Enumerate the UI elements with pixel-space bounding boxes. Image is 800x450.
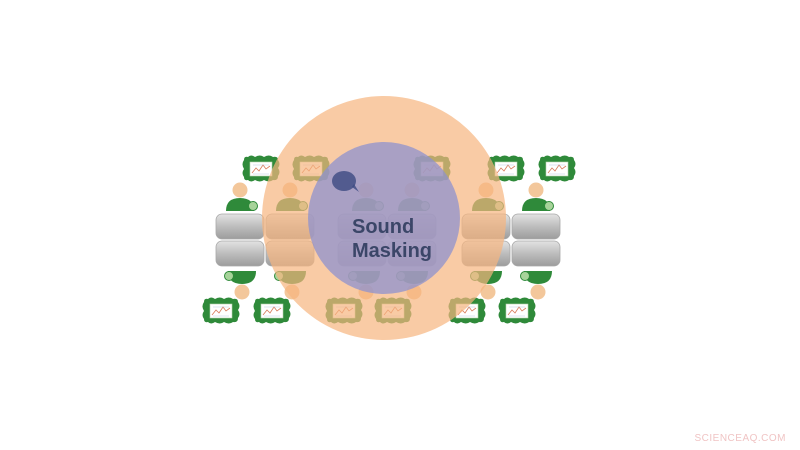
person-icon: [224, 270, 257, 300]
person-icon: [521, 182, 554, 212]
desk-icon: [215, 213, 265, 267]
label-masking: Masking: [352, 240, 432, 262]
speech-bubble-icon: [202, 297, 240, 324]
watermark: SCIENCEAQ.COM: [694, 433, 786, 444]
speech-bubble-icon: [498, 297, 536, 324]
speaker-bubble-tail: [352, 184, 359, 192]
desk-icon: [511, 213, 561, 267]
label-sound: Sound: [352, 216, 414, 238]
person-icon: [225, 182, 258, 212]
speech-bubble-icon: [253, 297, 291, 324]
person-icon: [520, 270, 553, 300]
speech-bubble-icon: [538, 155, 576, 182]
speaker-bubble-icon: [332, 171, 356, 191]
